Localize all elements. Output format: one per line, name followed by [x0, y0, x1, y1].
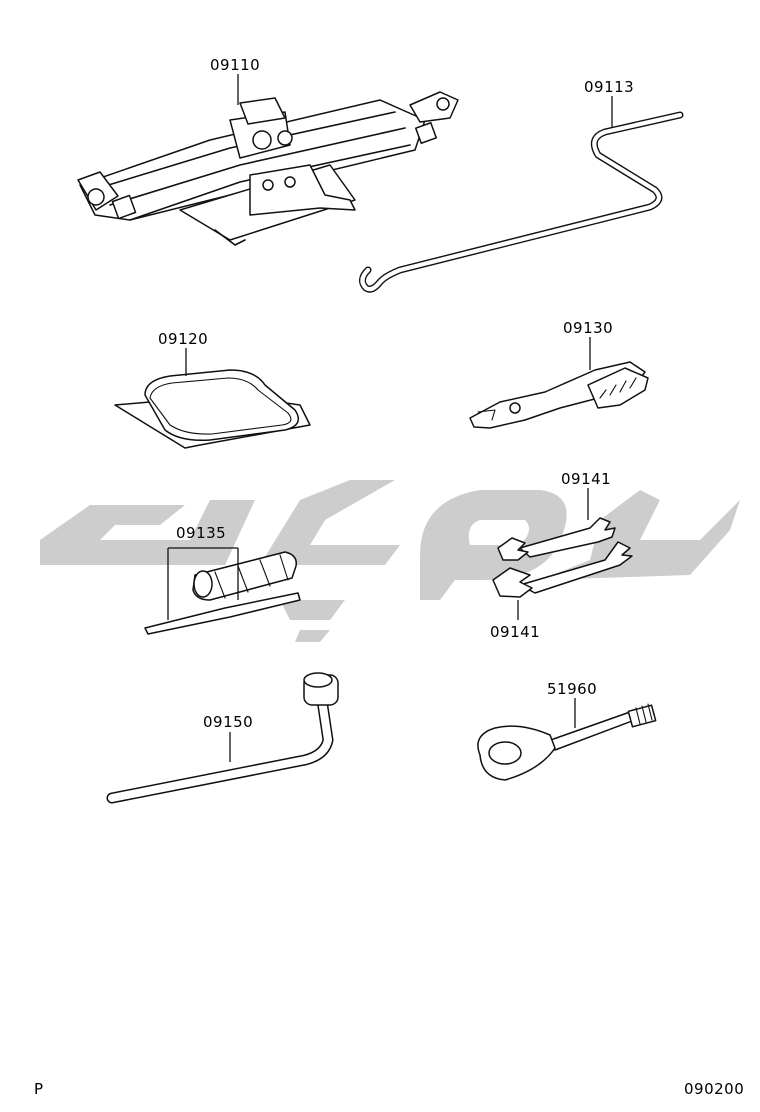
- part-label-jack-handle: 09113: [584, 78, 635, 96]
- part-label-spare-wheel-bolt: 51960: [547, 680, 598, 698]
- pliers-drawing: [469, 337, 649, 429]
- corner-code-left: P: [34, 1080, 44, 1098]
- spare-wheel-bolt-drawing: [477, 698, 657, 781]
- part-label-tool-bag: 09120: [158, 330, 209, 348]
- part-label-wrench-upper: 09141: [561, 470, 612, 488]
- part-label-wrench-lower: 09141: [490, 623, 541, 641]
- watermark-logo: [40, 480, 740, 642]
- screwdriver-drawing: [144, 547, 301, 635]
- wrenches-drawing: [492, 488, 633, 620]
- jack-handle-drawing: [359, 96, 684, 293]
- part-label-screwdriver: 09135: [176, 524, 227, 542]
- wheel-nut-wrench-drawing: [106, 672, 339, 804]
- tool-bag-drawing: [114, 348, 311, 449]
- corner-code-right: 090200: [684, 1080, 745, 1098]
- part-label-pliers: 09130: [563, 319, 614, 337]
- part-label-jack: 09110: [210, 56, 261, 74]
- jack-drawing: [77, 74, 459, 246]
- part-label-wheel-nut-wrench: 09150: [203, 713, 254, 731]
